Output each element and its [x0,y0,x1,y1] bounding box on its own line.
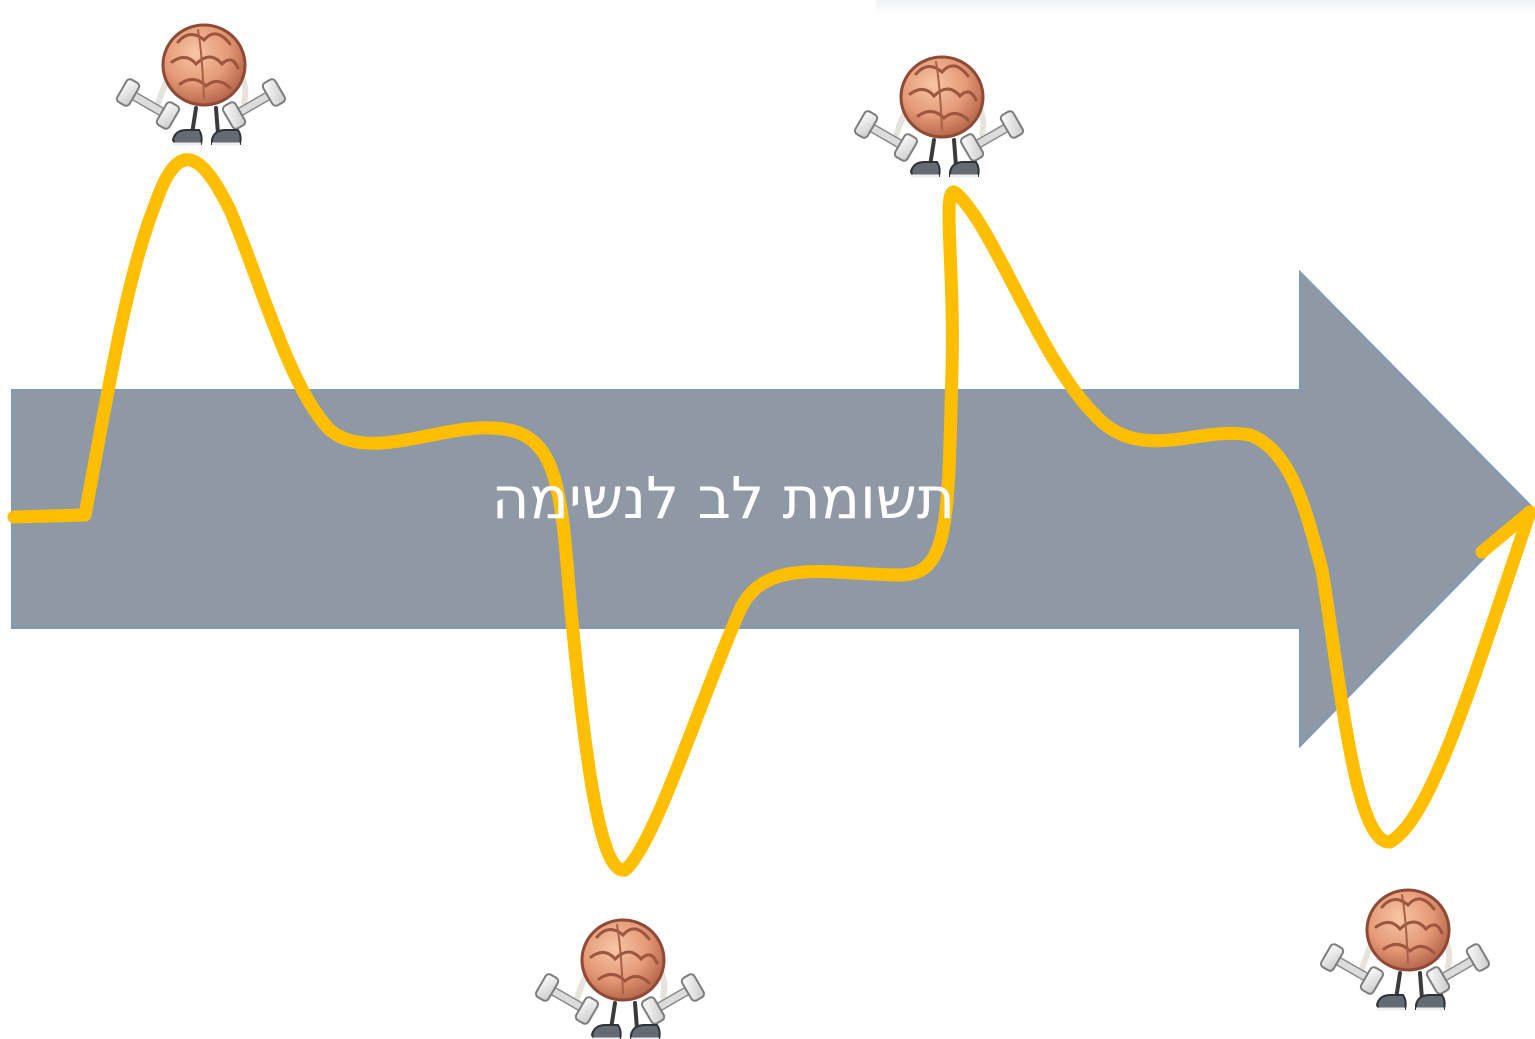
brain-figure-icon [854,57,1025,176]
brain-figure-icon [535,920,706,1039]
brain-figure-icon [116,25,287,144]
top-shadow-strip [876,0,1535,14]
brain-figure-icon [1320,890,1491,1009]
wave-arrowhead [1482,512,1530,552]
diagram-title: תשומת לב לנשימה [250,458,955,538]
